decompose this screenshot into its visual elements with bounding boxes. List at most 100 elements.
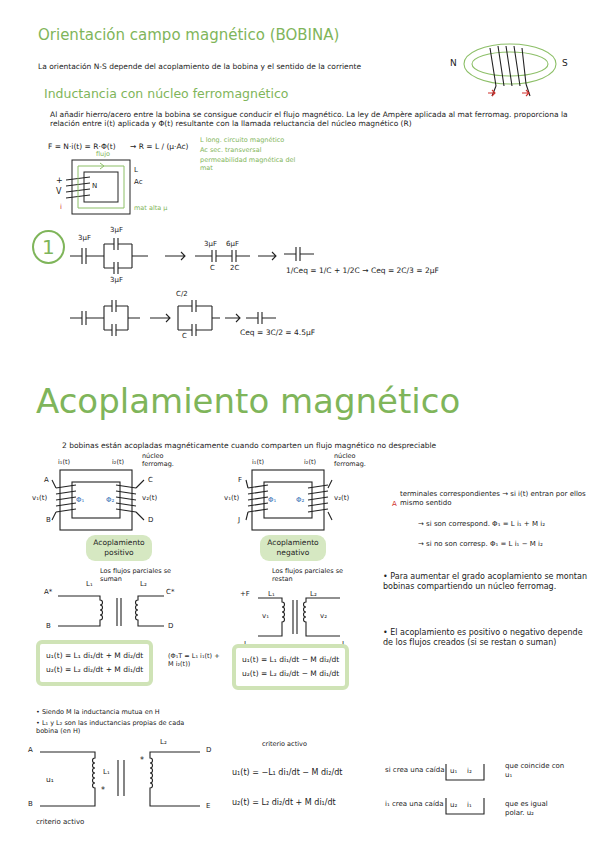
note-text: i₁(t): [252, 458, 264, 466]
note-text: v₂(t): [142, 494, 157, 503]
capacitor-circuit-stroke: [178, 300, 220, 336]
note-text: B: [46, 516, 51, 525]
note-text: D: [206, 746, 211, 755]
note-text: Orientación campo magnético (BOBINA): [38, 26, 339, 45]
note-text: i₁: [467, 801, 472, 810]
note-text: v₁(t): [32, 494, 47, 503]
note-text: L₂: [310, 590, 317, 599]
capacitor-circuit-stroke: [258, 252, 276, 260]
transformer-negative-stroke: [248, 485, 268, 512]
coil-figure-stroke: [464, 44, 556, 84]
core-figure-stroke: [84, 172, 118, 202]
note-text: C: [182, 332, 187, 341]
note-text: v₂: [320, 612, 327, 621]
note-text: 3μF: [204, 240, 217, 249]
coupled-inductors-negative-stroke: [258, 598, 285, 636]
transformer-negative-stroke: [264, 482, 312, 518]
core-figure-stroke: [72, 160, 130, 214]
note-text: (Φ₁T = L₁ i₁(t) + M i₂(t)): [168, 652, 226, 668]
note-text: núcleo ferromag.: [334, 452, 382, 468]
note-text: si crea una caída: [385, 766, 444, 775]
node-text: u₁(t) = L₁ di₁/dt + M di₂/dt: [46, 649, 143, 663]
equation-circuit: [40, 752, 484, 814]
note-text: 2C: [230, 264, 239, 273]
note-text: i₁ crea una caída: [385, 800, 444, 809]
capacitor-circuit-stroke: [70, 238, 148, 274]
equation-box: u₁(t) = L₁ di₁/dt − M di₂/dtu₂(t) = L₂ d…: [232, 644, 349, 690]
note-text: L₁: [268, 590, 275, 599]
note-text: 3μF: [110, 276, 123, 285]
transformer-negative-stroke: [246, 480, 332, 520]
note-text: v₁: [262, 612, 269, 621]
note-text: → si no son corresp. Φ₁ = L i₁ − M i₂: [418, 540, 543, 549]
transformer-positive-stroke: [56, 485, 76, 512]
node-text: Acoplamiento negativo: [266, 538, 320, 558]
note-text: S: [562, 58, 568, 69]
note-text: F = N·i(t) = R·Φ(t): [48, 142, 116, 151]
note-text: C: [148, 476, 153, 485]
coupled-inductors-positive-stroke: [117, 598, 121, 626]
note-text: u₁: [46, 775, 54, 784]
note-text: u₁: [450, 767, 457, 776]
note-text: i: [60, 203, 62, 212]
note-text: N: [92, 182, 97, 191]
equation-circuit-stroke: [118, 760, 124, 796]
equation-box: u₁(t) = L₁ di₁/dt + M di₂/dtu₂(t) = L₂ d…: [36, 640, 153, 686]
note-text: que es igual polar. u₂: [505, 800, 569, 818]
note-text: Al añadir hierro/acero entre la bobina s…: [50, 110, 595, 129]
note-text: permeabilidad magnética del mat: [200, 156, 300, 172]
note-text: C: [210, 264, 215, 273]
note-text: criterio activo: [262, 740, 322, 748]
note-text: Φ₂: [106, 496, 114, 505]
core-figure-stroke: [78, 163, 124, 208]
note-text: i₂(t): [304, 458, 316, 466]
note-text: Los flujos parciales se suman: [100, 567, 172, 583]
note-text: → R = L / (μ·Ac): [130, 142, 189, 151]
transformer-positive-stroke: [60, 470, 132, 530]
note-text: • El acoplamiento es positivo o negativo…: [383, 628, 595, 648]
capacitor-circuit-stroke: [165, 252, 185, 260]
equation-circuit-stroke: [150, 752, 200, 806]
transformer-negative: [246, 470, 332, 530]
note-text: u₁(t) = −L₁ di₁/dt − M di₂/dt: [232, 768, 342, 778]
note-text: → si son correspond. Φ₁ = L i₁ + M i₂: [418, 520, 545, 529]
note-text: Los flujos parciales se restan: [272, 567, 344, 583]
transformer-positive: [52, 470, 144, 530]
equation-circuit-stroke: [446, 764, 484, 814]
capacitor-circuit-stroke: [246, 312, 276, 324]
note-text: B: [28, 800, 33, 809]
note-text: L₁: [103, 768, 110, 777]
note-text: v₁(t): [224, 494, 239, 503]
coil-figure-stroke: [488, 90, 529, 96]
note-text: 3μF: [78, 234, 91, 243]
note-text: L₂: [140, 580, 147, 589]
capacitor-circuit-stroke: [225, 314, 240, 322]
capacitor-circuit-stroke: [70, 300, 140, 336]
note-text: V: [56, 187, 61, 197]
note-text: *: [101, 786, 105, 796]
capacitor-circuit-stroke: [284, 247, 314, 261]
coupled-inductors-negative-stroke: [293, 600, 297, 634]
capacitor-circuit: [70, 238, 314, 336]
note-text: La orientación N-S depende del acoplamie…: [38, 62, 361, 71]
note-text: *: [140, 756, 144, 766]
coil-figure-stroke: [492, 84, 530, 96]
note-text: 6μF: [226, 240, 239, 249]
transformer-negative-stroke: [308, 485, 328, 512]
coupled-inductors-negative-stroke: [304, 598, 341, 636]
page-heading: Acoplamiento magnético: [36, 380, 460, 423]
core-figure: [66, 160, 130, 214]
node-text: u₁(t) = L₁ di₁/dt − M di₂/dt: [242, 653, 339, 667]
note-text: L long. circuito magnético: [200, 136, 284, 144]
note-text: terminales correspondientes → si i(t) en…: [400, 490, 600, 508]
note-text: +F: [240, 590, 250, 599]
coupled-inductors-negative: [258, 598, 340, 636]
transformer-negative-stroke: [252, 470, 324, 530]
capacitor-circuit-stroke: [195, 250, 250, 262]
note-text: A: [28, 746, 33, 755]
note-text: v₂(t): [334, 494, 349, 503]
note-text: i₁(t): [58, 458, 70, 466]
note-text: L₂: [160, 738, 167, 747]
node-text: u₂(t) = L₂ di₂/dt + M di₁/dt: [46, 663, 143, 677]
